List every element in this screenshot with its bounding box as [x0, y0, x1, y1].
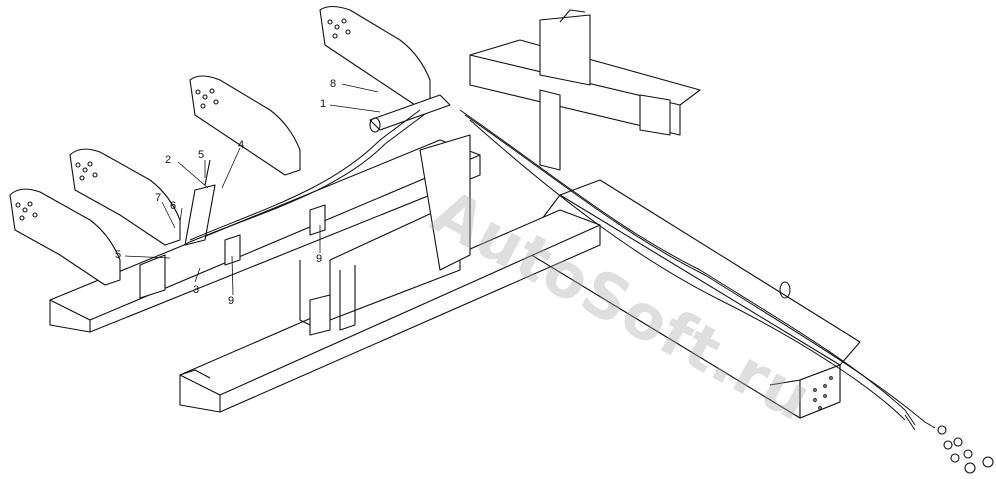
callout-8: 8 [330, 78, 337, 90]
brackets [139, 204, 331, 336]
hydraulic-cylinder-left [184, 159, 216, 246]
leader-lines [124, 83, 381, 296]
callout-7: 7 [155, 192, 162, 204]
callout-9-left: 9 [228, 295, 235, 307]
hydraulic-cylinder-center [369, 94, 451, 133]
callout-6: 6 [170, 200, 177, 212]
tine-shank-2 [69, 148, 181, 246]
hydraulic-hoses [184, 109, 936, 431]
callout-5-lower: 5 [115, 249, 122, 261]
tow-beam [519, 179, 861, 419]
tine-shank-3 [189, 75, 301, 176]
rear-crossbeam [469, 9, 701, 136]
callout-2: 2 [165, 154, 172, 166]
callout-5-upper: 5 [198, 149, 205, 161]
callout-9-center: 9 [316, 253, 323, 265]
callout-1: 1 [320, 98, 327, 110]
center-frame [299, 89, 561, 331]
callout-4: 4 [238, 139, 245, 151]
callout-3: 3 [193, 284, 200, 296]
tine-shank-4 [319, 5, 431, 106]
tine-shank-1 [9, 188, 121, 286]
hose-fittings [937, 425, 994, 474]
